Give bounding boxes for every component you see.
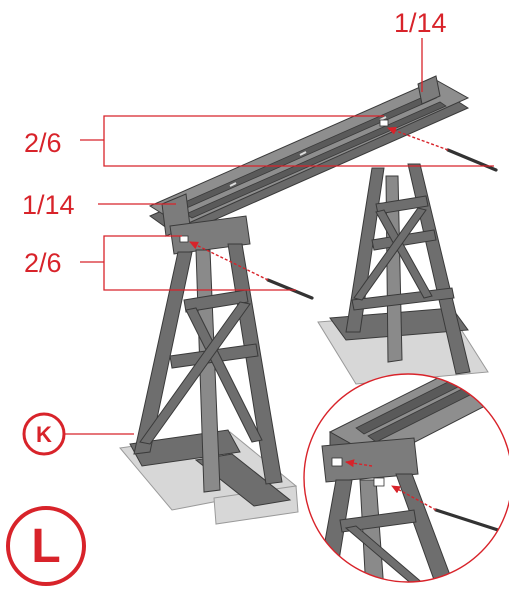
l-badge: L [6,506,86,586]
front-cross-brace-a [185,307,263,443]
k-badge-text: K [36,422,52,447]
front-post-left [133,251,193,455]
arrow-icon [189,241,269,281]
front-brace-1 [183,289,249,313]
callouts [64,38,494,435]
label-upper-part: 2/6 [24,128,62,158]
pin-icon [266,278,314,300]
detail-inset [303,373,509,583]
rear-post-right [407,163,471,375]
arrow-icon [387,126,449,151]
l-badge-text: L [31,520,60,573]
pin-upper [379,119,498,172]
arrow-icon [391,485,437,511]
rear-brace-1 [375,195,429,215]
label-deck-part: 1/14 [22,190,75,220]
rear-post-left [345,167,385,333]
front-trestle [119,215,299,525]
deck-groove-2 [185,101,447,219]
bracket-upper [103,115,494,167]
deck-trough [148,75,470,237]
pin-icon [446,148,498,172]
arrow-icon [345,459,373,468]
rear-cross-brace-b [353,207,427,301]
pin-lower [179,235,314,300]
label-lower-part: 2/6 [24,248,62,278]
deck-end-cap [417,75,441,105]
rear-cross-brace-a [375,209,433,299]
circle-badge-icon [22,412,66,456]
rear-trestle [317,163,489,385]
circle-badge-icon [6,506,86,586]
bracket-lower [103,235,296,291]
k-badge: K [22,412,66,456]
label-top-right: 1/14 [394,8,447,38]
front-post-center [195,249,221,493]
front-cross-brace-b [139,301,251,445]
